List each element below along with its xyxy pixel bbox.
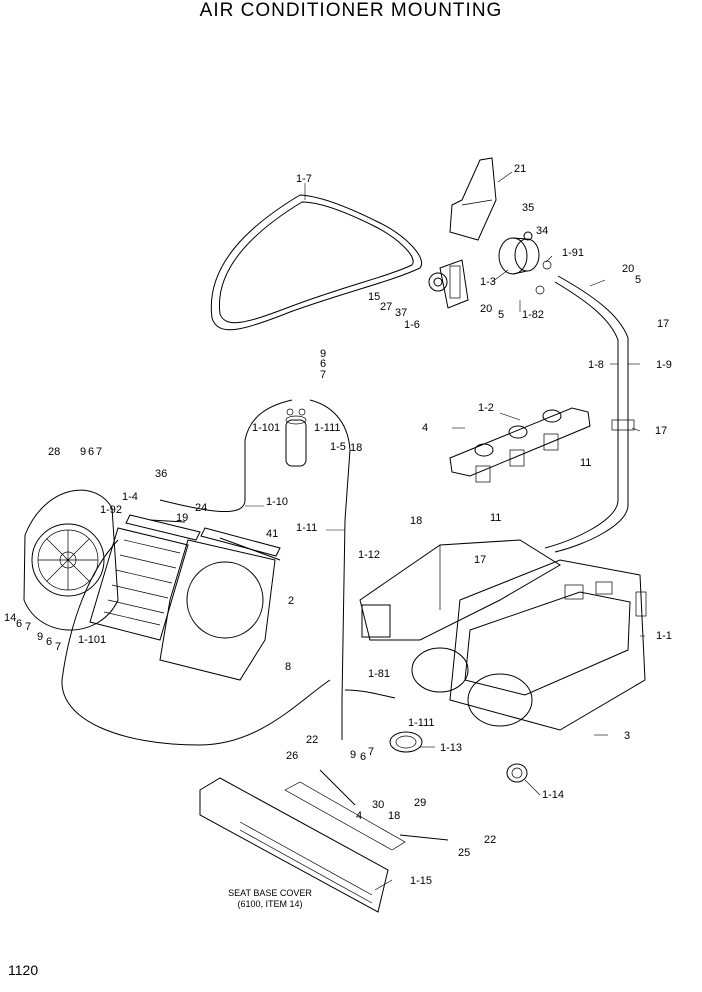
callout-1-101b: 1-101	[78, 634, 106, 646]
condenser-fan	[23, 489, 119, 631]
callout-36: 36	[155, 468, 167, 480]
callout-5a: 5	[635, 274, 641, 286]
callout-7a: 7	[320, 369, 326, 381]
receiver-drier	[285, 408, 307, 467]
callout-11a: 11	[580, 457, 591, 469]
callout-18b: 18	[410, 515, 422, 527]
callout-20a: 20	[622, 263, 634, 275]
callout-1-15: 1-15	[410, 875, 432, 887]
callout-1-91: 1-91	[562, 247, 584, 259]
callout-17c: 17	[474, 554, 486, 566]
callout-1-11: 1-11	[296, 522, 317, 534]
callout-4a: 4	[422, 422, 428, 434]
air-duct	[359, 539, 561, 641]
callout-24: 24	[195, 502, 207, 514]
callout-1-92: 1-92	[100, 504, 122, 516]
callout-35: 35	[522, 202, 534, 214]
duct-ring	[389, 731, 423, 753]
seat-base-cover	[199, 777, 406, 913]
callout-1-111b: 1-111	[408, 717, 435, 729]
callout-20b: 20	[480, 303, 492, 315]
callout-17a: 17	[657, 318, 669, 330]
callout-1-5: 1-5	[330, 441, 346, 453]
callout-1-3: 1-3	[480, 276, 496, 288]
callout-4b: 4	[356, 810, 362, 822]
callout-25: 25	[458, 847, 470, 859]
callout-34: 34	[536, 225, 548, 237]
callout-30: 30	[372, 799, 384, 811]
callout-1-82: 1-82	[522, 309, 544, 321]
callout-27: 27	[380, 301, 392, 313]
seat-note-line-1: SEAT BASE COVER	[228, 888, 312, 898]
callout-1-111a: 1-111	[314, 422, 341, 434]
callout-37: 37	[395, 307, 407, 319]
page-number: 1120	[8, 962, 39, 978]
ac-unit	[411, 559, 647, 731]
callout-1-8: 1-8	[588, 359, 604, 371]
callout-22a: 22	[306, 734, 318, 746]
callout-18a: 18	[350, 442, 362, 454]
callout-26: 26	[286, 750, 298, 762]
callout-1-2: 1-2	[478, 402, 494, 414]
callout-6b: 6	[88, 446, 94, 458]
callout-6e: 6	[360, 751, 366, 763]
callout-28: 28	[48, 446, 60, 458]
callout-9d: 9	[350, 749, 356, 761]
refrigerant-pipes	[544, 275, 635, 553]
compressor	[498, 231, 552, 295]
callout-1-4: 1-4	[122, 491, 138, 503]
support-rods	[149, 519, 449, 841]
callout-17b: 17	[655, 425, 667, 437]
callout-9b: 9	[80, 446, 86, 458]
control-panel	[449, 407, 591, 483]
page-title: AIR CONDITIONER MOUNTING	[199, 0, 503, 21]
callout-22b: 22	[484, 834, 496, 846]
callout-9c: 9	[37, 631, 43, 643]
callout-1-81: 1-81	[368, 668, 390, 680]
callout-9a: 9	[320, 348, 326, 360]
callout-14: 14	[4, 612, 16, 624]
callout-leader-lines	[245, 171, 645, 891]
callout-29: 29	[414, 797, 426, 809]
callout-labels: 1-7 21 35 34 1-91 1-3 20 5 15 27 37 1-6 …	[4, 163, 672, 887]
callout-7e: 7	[368, 746, 374, 758]
callout-1-6: 1-6	[404, 319, 420, 331]
seat-base-cover-note: SEAT BASE COVER (6100, ITEM 14)	[200, 888, 340, 910]
callout-1-7: 1-7	[296, 173, 312, 185]
callout-3: 3	[624, 730, 630, 742]
callout-1-101a: 1-101	[252, 422, 280, 434]
callout-1-10: 1-10	[266, 496, 288, 508]
callout-21: 21	[514, 163, 526, 175]
callout-1-14: 1-14	[542, 789, 564, 801]
callout-6a: 6	[320, 358, 326, 370]
grommet	[506, 763, 528, 783]
compressor-bracket	[449, 157, 497, 241]
callout-41: 41	[266, 528, 278, 540]
callout-15: 15	[368, 291, 380, 303]
callout-1-12: 1-12	[358, 549, 380, 561]
refrigerant-hoses	[61, 399, 396, 746]
callout-19: 19	[176, 512, 188, 524]
callout-8: 8	[285, 661, 291, 673]
callout-1-9: 1-9	[656, 359, 672, 371]
callout-6d: 6	[46, 636, 52, 648]
callout-1-1: 1-1	[656, 630, 672, 642]
callout-11b: 11	[490, 512, 501, 524]
callout-1-13: 1-13	[440, 742, 462, 754]
callout-5b: 5	[498, 309, 504, 321]
callout-2: 2	[288, 595, 294, 607]
callout-7b: 7	[96, 446, 102, 458]
callout-6c: 6	[16, 618, 22, 630]
fan-shroud	[159, 527, 281, 681]
drive-belt	[210, 194, 423, 331]
condenser	[89, 514, 201, 641]
seat-note-line-2: (6100, ITEM 14)	[237, 899, 303, 909]
callout-7c: 7	[25, 621, 31, 633]
tensioner-bracket	[428, 259, 469, 309]
callout-18c: 18	[388, 810, 400, 822]
callout-7d: 7	[55, 641, 61, 653]
